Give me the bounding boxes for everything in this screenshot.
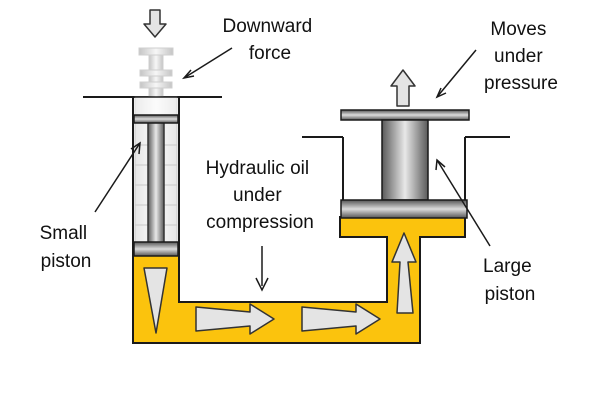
- compression-arrow: [255, 246, 269, 292]
- plunger-trail: [134, 47, 178, 116]
- large-piston-label: Large piston: [483, 256, 537, 305]
- callout-lines: [94, 47, 491, 247]
- downward-force-label: Downward force: [222, 16, 317, 64]
- hydraulic-oil-label: Hydraulic oil under compression: [206, 158, 315, 233]
- flow-arrow-up: [391, 232, 417, 314]
- moves-under-pressure-label: Moves under pressure: [484, 19, 558, 94]
- small-cylinder: [132, 97, 180, 256]
- upward-movement-arrow: [390, 69, 416, 107]
- downward-force-arrow: [143, 9, 167, 38]
- small-piston: [133, 114, 179, 257]
- large-piston: [340, 109, 470, 219]
- flow-arrow-right-1: [195, 303, 275, 335]
- small-piston-label: Small piston: [40, 223, 93, 272]
- flow-arrow-down: [143, 267, 168, 334]
- flow-arrow-right-2: [301, 303, 381, 335]
- large-cylinder: [342, 137, 466, 200]
- hydraulic-oil: [132, 216, 466, 344]
- flow-arrows: [143, 232, 417, 335]
